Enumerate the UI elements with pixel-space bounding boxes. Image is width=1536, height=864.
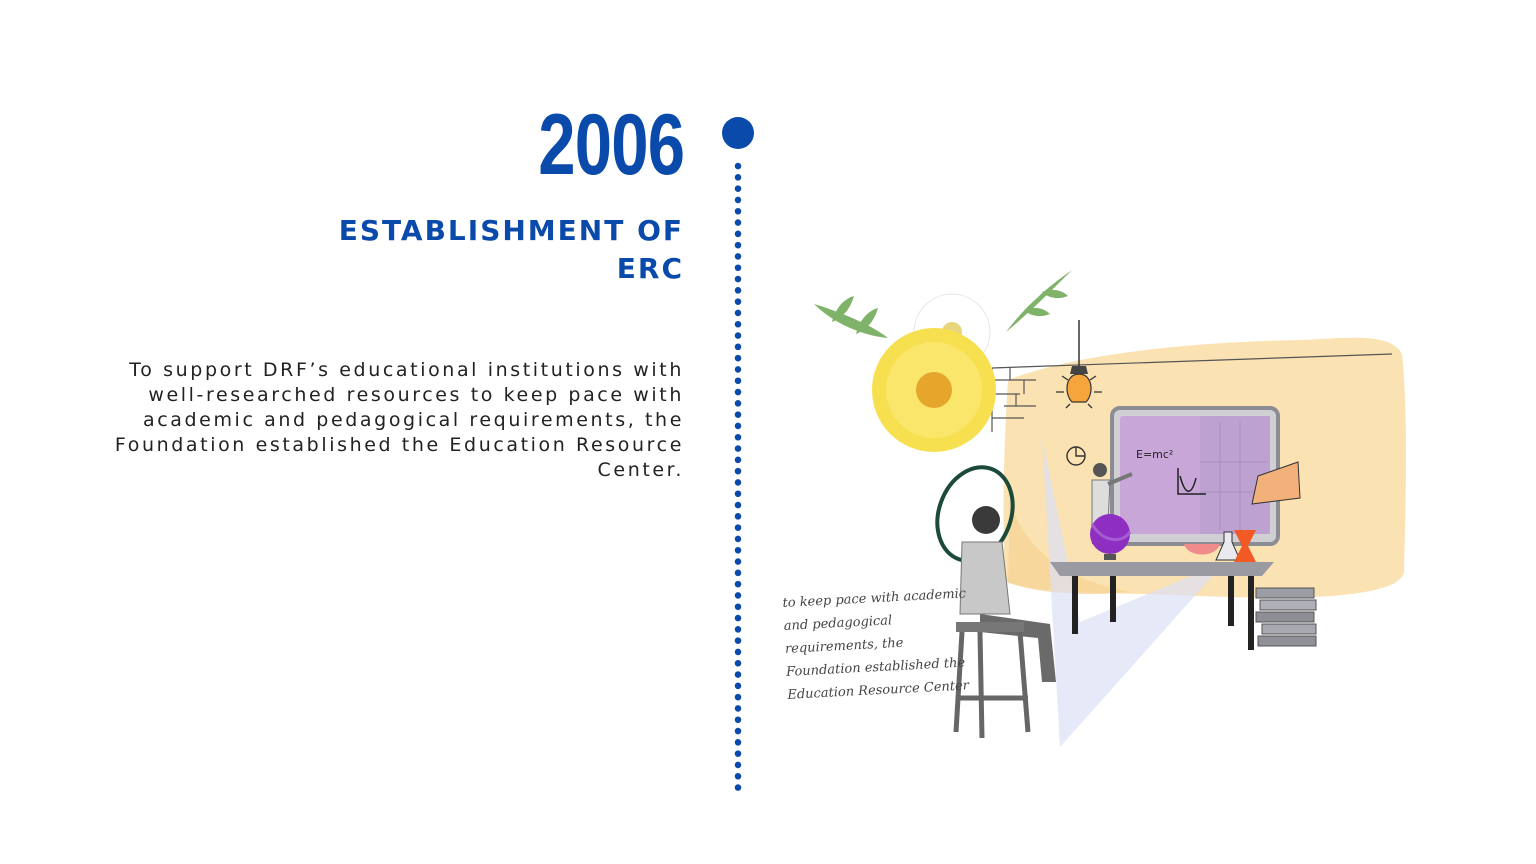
projection-light <box>1042 437 1225 747</box>
svg-text:E=mc²: E=mc² <box>1136 448 1173 461</box>
milestone-year: 2006 <box>537 97 685 193</box>
books-stack <box>1255 587 1317 647</box>
timeline-dot-icon <box>722 117 754 149</box>
milestone-title: ESTABLISHMENT OF ERC <box>338 214 684 285</box>
classroom-collage-illustration: E=mc² <box>814 270 1406 747</box>
timeline-line <box>722 117 754 796</box>
pie-doodle-icon <box>1066 446 1086 466</box>
light-bulb-icon <box>1056 320 1102 409</box>
student-figure <box>953 506 1056 739</box>
handwritten-note: to keep pace with academic and pedagogic… <box>782 586 970 703</box>
yellow-flower-icon <box>872 328 996 452</box>
bowl <box>1184 544 1220 555</box>
hourglass-icon <box>1234 530 1256 562</box>
globe-icon <box>1090 514 1132 560</box>
flower-leaves <box>814 270 1072 338</box>
scribble-ring <box>935 465 1015 563</box>
orange-cutout <box>1251 461 1301 505</box>
table <box>1050 562 1274 650</box>
smart-board: E=mc² <box>1110 406 1280 546</box>
milestone-description: To support DRF’s educational institution… <box>114 359 684 481</box>
